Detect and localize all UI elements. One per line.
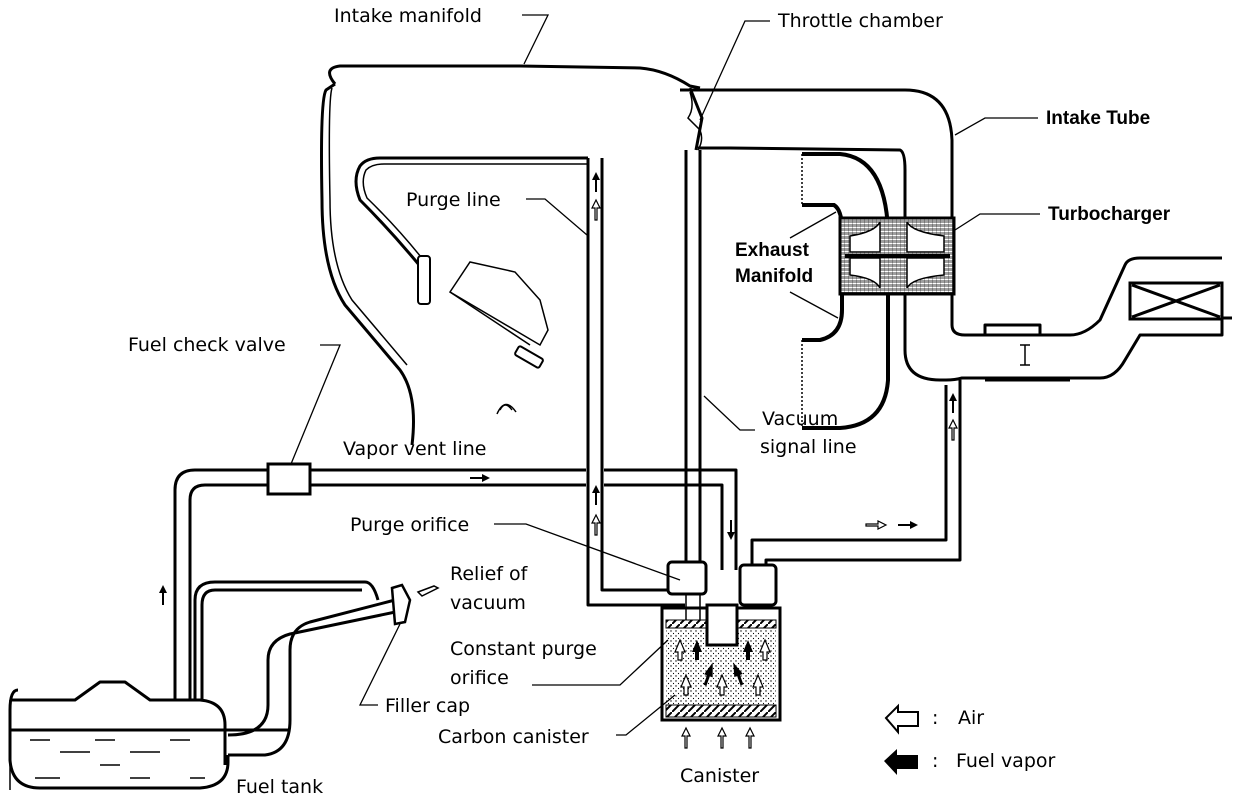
fuel-injector: [417, 255, 431, 305]
filler-cap: [390, 583, 412, 626]
label-exhaust-manifold: Exhaust: [735, 240, 810, 261]
air-arrow: [591, 198, 601, 221]
fuel-vapor-arrow: [592, 485, 600, 505]
filler-labels: Relief of vacuum Filler cap: [358, 563, 529, 717]
fuel-vapor-arrow: [159, 585, 167, 605]
air-arrow: [591, 513, 601, 536]
label-filler-cap: Filler cap: [385, 695, 470, 717]
turbocharger: Turbocharger: [838, 204, 1171, 296]
fuel-vapor-arrow: [592, 172, 600, 192]
intake-manifold: [320, 64, 701, 446]
engine-cylinder-head: [417, 255, 549, 415]
label-constant-purge-orifice: Constant purge: [450, 638, 597, 660]
label-relief-of-vacuum-2: vacuum: [450, 592, 526, 614]
vapor-vent-line: Vapor vent line: [159, 438, 738, 700]
legend-separator: :: [932, 707, 938, 729]
air-arrow: [681, 726, 691, 749]
legend-fuel-vapor-icon: [884, 749, 918, 775]
air-arrow: [717, 726, 727, 749]
carbon-canister: Canister: [660, 560, 782, 787]
air-arrow: [865, 520, 888, 530]
fuel-vapor-arrow: [949, 393, 957, 413]
label-fuel-check-valve: Fuel check valve: [128, 334, 286, 356]
label-carbon-canister: Carbon canister: [438, 726, 589, 748]
label-throttle-chamber: Throttle chamber: [777, 10, 943, 32]
fuel-vapor-arrow: [898, 521, 918, 529]
label-intake-tube: Intake Tube: [1046, 108, 1150, 129]
label-vacuum-signal-line-2: signal line: [760, 436, 857, 458]
fuel-check-valve: Fuel check valve: [128, 334, 341, 496]
throttle-chamber: Throttle chamber: [680, 10, 1232, 382]
canister-labels: Constant purge orifice Carbon canister: [438, 638, 676, 748]
label-vapor-vent-line: Vapor vent line: [343, 438, 486, 460]
label-vacuum-signal-line: Vacuum: [762, 408, 838, 430]
label-purge-orifice: Purge orifice: [350, 514, 469, 536]
intake-tube: Intake Tube: [954, 108, 1224, 382]
label-fuel-tank: Fuel tank: [236, 776, 323, 798]
spark-plug: [514, 345, 544, 369]
relief-of-vacuum-arrow: [416, 585, 440, 597]
air-arrow: [948, 418, 958, 441]
label-canister: Canister: [680, 765, 759, 787]
label-exhaust-manifold-2: Manifold: [735, 266, 813, 287]
fuel-vapor-arrow: [727, 520, 735, 540]
air-arrow: [745, 726, 755, 749]
purge-orifice: Purge orifice: [350, 514, 681, 581]
legend-air-icon: [884, 703, 919, 735]
legend: : Air : Fuel vapor: [884, 703, 1056, 775]
label-constant-purge-orifice-2: orifice: [450, 667, 509, 689]
intake-manifold-label: Intake manifold: [334, 5, 550, 65]
fuel-vapor-arrow: [470, 474, 490, 482]
fuel-tank: Fuel tank: [8, 580, 440, 798]
label-purge-line: Purge line: [406, 189, 501, 211]
label-relief-of-vacuum: Relief of: [450, 563, 529, 585]
purge-line: Purge line: [406, 158, 685, 607]
legend-air-label: Air: [958, 707, 984, 729]
label-intake-manifold: Intake manifold: [334, 5, 482, 27]
label-turbocharger: Turbocharger: [1048, 204, 1171, 225]
legend-fuel-vapor-label: Fuel vapor: [956, 750, 1056, 772]
legend-separator: :: [932, 750, 938, 772]
vacuum-signal-line: Vacuum signal line: [684, 150, 857, 580]
